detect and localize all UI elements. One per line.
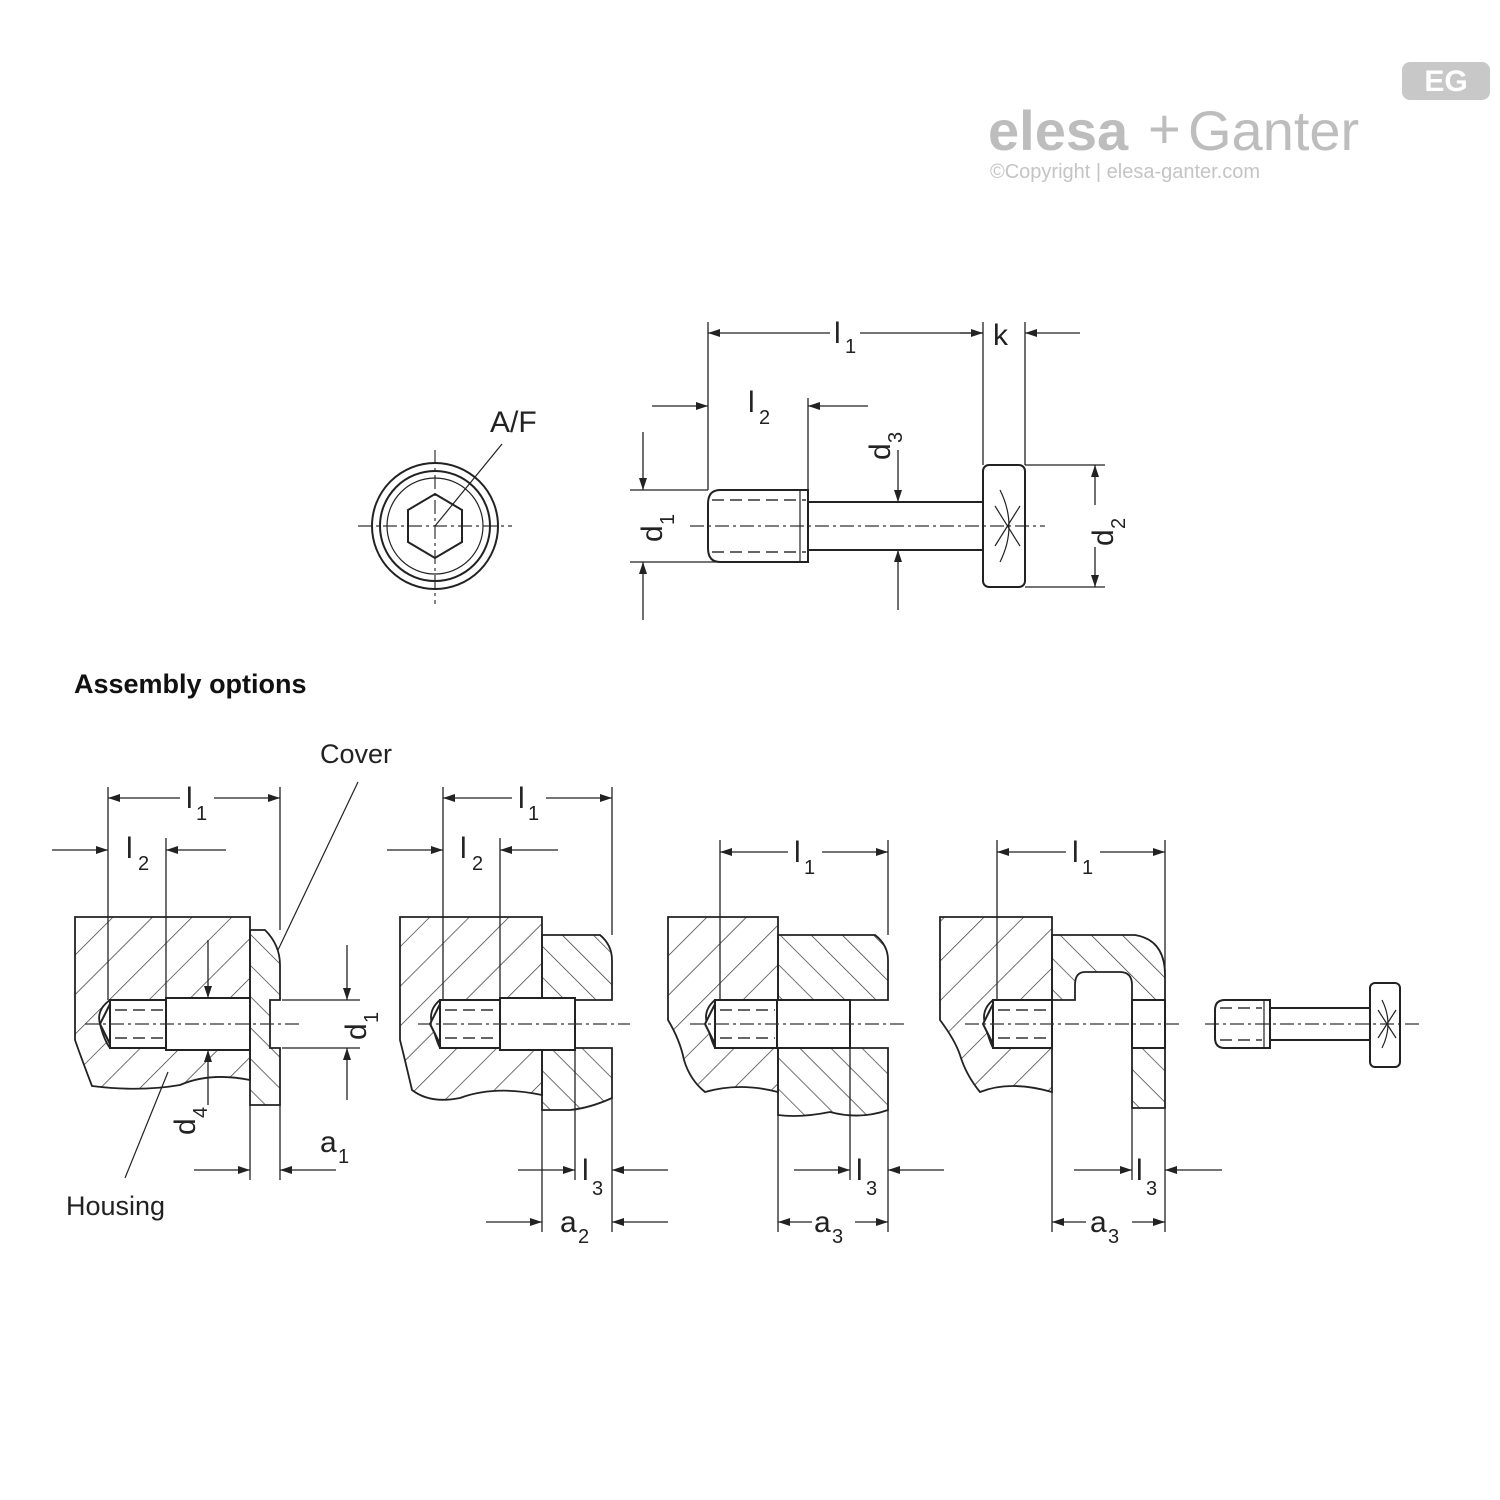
dim-d3: d 3 [864,432,907,460]
svg-text:l: l [460,832,467,865]
dim-k: k [993,319,1009,352]
dim-l2: l 2 [748,386,770,429]
svg-text:l: l [1136,1154,1143,1187]
eg-badge-text: EG [1424,65,1467,98]
svg-text:3: 3 [592,1178,603,1200]
opt4-dim-l3: l 3 [1136,1154,1157,1200]
brand-name-elesa: elesa [988,99,1129,162]
svg-text:4: 4 [190,1107,212,1118]
opt3-dim-l3: l 3 [856,1154,877,1200]
opt2-dim-l2: l 2 [460,832,483,875]
opt1-dim-l2: l 2 [126,832,149,875]
svg-text:l: l [126,832,133,865]
cover-label: Cover [320,739,392,769]
opt2-dim-l1: l 1 [518,782,539,825]
svg-text:l: l [834,317,841,350]
svg-text:l: l [186,782,193,815]
opt2-dim-l3: l 3 [582,1154,603,1200]
loose-screw [1205,982,1422,1068]
eg-badge [1402,62,1490,100]
svg-text:d: d [1087,529,1120,546]
brand-name-plus: + [1148,97,1181,160]
svg-text:2: 2 [578,1226,589,1248]
opt1-dim-l1: l 1 [186,782,207,825]
svg-text:1: 1 [338,1146,349,1168]
svg-text:l: l [794,836,801,869]
opt2-dim-a2: a 2 [560,1206,589,1248]
opt3-dim-l1: l 1 [794,836,815,879]
svg-text:1: 1 [196,803,207,825]
svg-text:l: l [748,386,755,419]
svg-text:d: d [636,525,669,542]
opt3-dim-a3: a 3 [814,1206,843,1248]
opt1-dim-a1: a 1 [320,1126,349,1168]
opt1-dim-d4: d 4 [169,1107,212,1135]
svg-text:3: 3 [832,1226,843,1248]
opt1-dim-d1: d 1 [340,1012,383,1040]
svg-text:2: 2 [138,853,149,875]
screw-side-view [690,464,1045,588]
svg-text:d: d [340,1023,373,1040]
side-view-dimensions: l 1 k l 2 d 3 d 1 [630,312,1130,620]
svg-text:1: 1 [804,857,815,879]
svg-text:1: 1 [1082,857,1093,879]
opt4-dim-a3: a 3 [1090,1206,1119,1248]
dim-d2: d 2 [1087,518,1130,546]
svg-text:a: a [560,1206,577,1239]
af-label: A/F [490,406,537,439]
assembly-options-heading: Assembly options [74,669,307,699]
assembly-option-4: l 1 l 3 a 3 [939,830,1222,1248]
svg-text:2: 2 [472,853,483,875]
housing-label: Housing [66,1191,165,1221]
end-view: A/F [358,406,537,604]
brand-name-ganter: Ganter [1188,99,1359,162]
svg-text:a: a [814,1206,831,1239]
svg-text:l: l [518,782,525,815]
svg-text:2: 2 [1108,518,1130,529]
svg-text:a: a [1090,1206,1107,1239]
svg-text:1: 1 [845,336,856,358]
svg-text:1: 1 [657,514,679,525]
svg-text:l: l [856,1154,863,1187]
assembly-option-3: l 1 l 3 a 3 [667,830,944,1248]
assembly-option-1: l 1 l 2 d 4 d 1 a 1 Cover [52,739,392,1221]
svg-text:d: d [169,1118,202,1135]
svg-text:3: 3 [1108,1226,1119,1248]
copyright-text: ©Copyright | elesa-ganter.com [990,161,1260,183]
brand-logo: EG elesa + Ganter ©Copyright | elesa-gan… [988,62,1490,183]
svg-text:d: d [864,443,897,460]
opt4-dim-l1: l 1 [1072,836,1093,879]
svg-text:2: 2 [759,407,770,429]
dim-d1: d 1 [636,514,679,542]
svg-text:l: l [1072,836,1079,869]
svg-text:3: 3 [1146,1178,1157,1200]
assembly-option-2: l 1 l 2 l 3 a 2 [387,776,668,1248]
svg-text:1: 1 [528,803,539,825]
svg-text:3: 3 [885,432,907,443]
svg-text:l: l [582,1154,589,1187]
svg-text:3: 3 [866,1178,877,1200]
svg-text:a: a [320,1126,337,1159]
dim-l1: l 1 [830,312,860,358]
svg-text:1: 1 [361,1012,383,1023]
